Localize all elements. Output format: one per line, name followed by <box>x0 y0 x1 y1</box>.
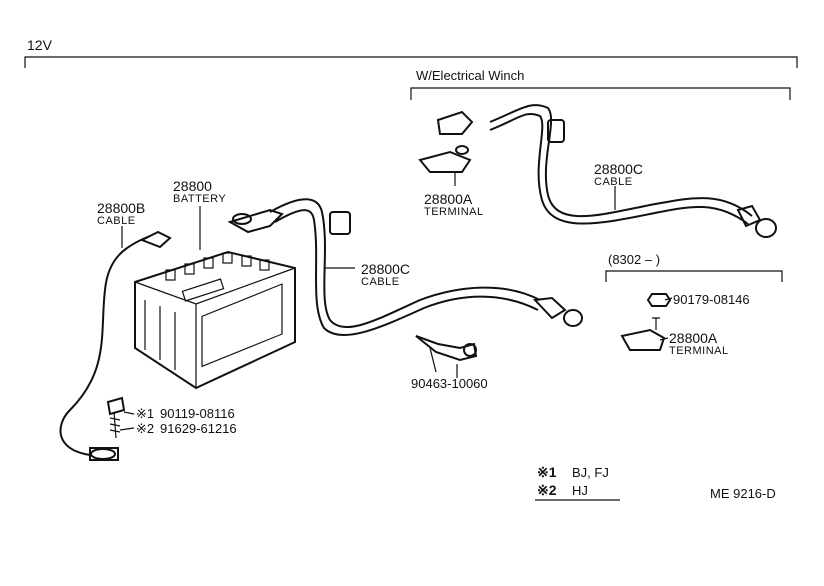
bolt-2-mark: ※2 <box>136 421 154 436</box>
battery-positive-terminal <box>227 208 284 234</box>
cable-c-main-number: 28800C <box>361 261 410 277</box>
winch-bracket: W/Electrical Winch <box>410 68 791 100</box>
leader-lines <box>119 172 673 431</box>
nut-number: 90179-08146 <box>673 292 750 307</box>
bolt-1-number: 90119-08116 <box>160 406 235 421</box>
terminal-a-winch-number: 28800A <box>424 191 473 207</box>
voltage-label: 12V <box>27 37 53 53</box>
winch-group-label: W/Electrical Winch <box>416 68 524 83</box>
voltage-bracket: 12V <box>24 37 798 68</box>
range-bracket: (8302 – ) <box>605 252 783 282</box>
battery-name: BATTERY <box>173 193 226 205</box>
cable-c-winch-number: 28800C <box>594 161 643 177</box>
cable-c-winch-name: CABLE <box>594 176 633 188</box>
range-label: (8302 – ) <box>608 252 660 267</box>
diagram-code: ME 9216-D <box>710 486 776 501</box>
bolt-1-mark: ※1 <box>136 406 154 421</box>
terminal-a-winch-name: TERMINAL <box>424 206 484 218</box>
clamp-number: 90463-10060 <box>411 376 488 391</box>
note-1-mark: ※1 <box>537 464 557 480</box>
bolt-2-number: 91629-61216 <box>160 421 237 436</box>
nut-90179-08146 <box>646 293 672 307</box>
battery-number: 28800 <box>173 178 212 194</box>
battery-illustration <box>134 250 296 390</box>
cable-28800c-main <box>269 198 583 337</box>
terminal-28800a-range <box>620 317 666 351</box>
cable-c-main-name: CABLE <box>361 276 400 288</box>
note-2-mark: ※2 <box>537 482 557 498</box>
ground-bolt <box>106 396 126 439</box>
terminal-a-range-number: 28800A <box>669 330 718 346</box>
terminal-28800a-winch <box>418 145 472 173</box>
terminal-a-range-name: TERMINAL <box>669 345 729 357</box>
note-1-text: BJ, FJ <box>572 465 609 480</box>
note-2-text: HJ <box>572 483 588 498</box>
variant-legend: ※1 BJ, FJ ※2 HJ <box>535 464 620 501</box>
cable-28800c-winch <box>436 104 777 238</box>
cable-b-number: 28800B <box>97 200 145 216</box>
cable-28800b <box>59 230 172 461</box>
part-labels: 28800 BATTERY 28800B CABLE 28800C CABLE … <box>97 161 750 436</box>
cable-b-name: CABLE <box>97 215 136 227</box>
battery-cell-caps <box>165 252 270 281</box>
clamp-90463-10060 <box>415 335 478 373</box>
